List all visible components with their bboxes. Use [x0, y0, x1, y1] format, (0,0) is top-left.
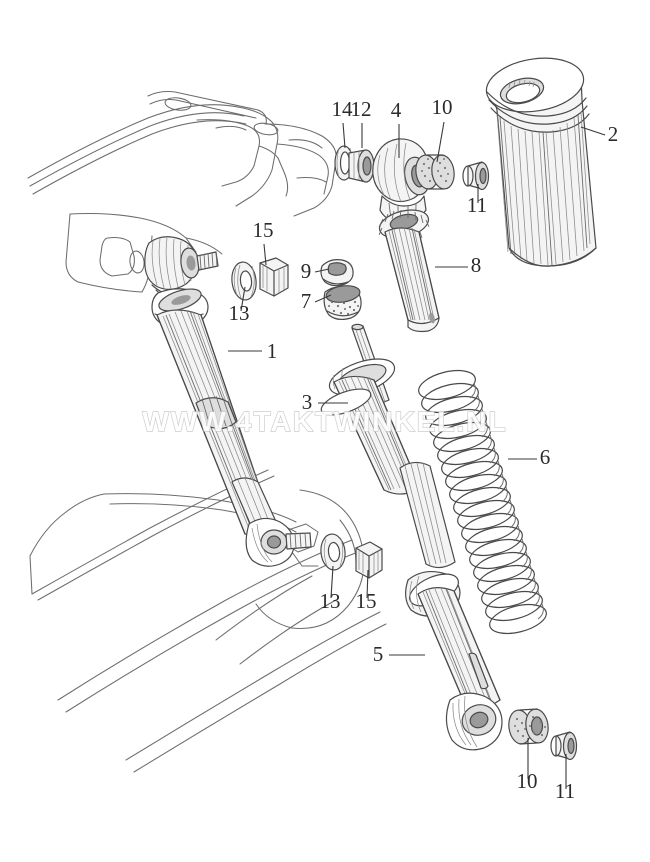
callout-11-spacer-sleeve-lower: 11 — [555, 754, 575, 803]
callout-7-damper-seal-bush: 7 — [301, 289, 332, 313]
leader-line-2 — [580, 126, 606, 136]
callout-number-5: 5 — [373, 642, 384, 666]
callout-4-upper-mount-eye: 4 — [391, 98, 402, 158]
callout-number-13: 13 — [229, 301, 250, 325]
leader-line-10 — [436, 121, 445, 163]
part-10-rubber-bush-lower — [508, 708, 549, 745]
callout-3-damper-rod-cylinder: 3 — [302, 390, 348, 414]
callout-8-upper-damper-tube: 8 — [435, 253, 481, 277]
callout-number-11: 11 — [555, 779, 575, 803]
callout-number-13: 13 — [320, 589, 341, 613]
callout-13-washer-upper-left: 13 — [229, 286, 250, 325]
part-13-washer-lower — [320, 533, 346, 571]
callout-9-damper-cap-collar: 9 — [301, 259, 330, 283]
part-7-damper-seal-bush — [323, 285, 362, 321]
callout-number-10: 10 — [517, 769, 538, 793]
callout-10-rubber-bush-lower: 10 — [517, 738, 538, 793]
callout-number-7: 7 — [301, 289, 312, 313]
callout-14-flange-collar: 14 — [332, 97, 354, 149]
callout-number-14: 14 — [332, 97, 354, 121]
part-11-spacer-sleeve-lower — [550, 731, 578, 761]
part-15-lock-nut-lower — [355, 541, 383, 579]
part-9-damper-cap-collar — [320, 259, 354, 287]
part-11-spacer-sleeve-upper — [462, 161, 490, 191]
callout-12-bush-inner-sleeve: 12 — [351, 97, 372, 148]
leader-line-15 — [263, 243, 267, 266]
callout-number-4: 4 — [391, 98, 402, 122]
watermark-label: WWW.4TAKTWINKEL.NL — [142, 406, 507, 437]
callout-number-12: 12 — [351, 97, 372, 121]
leader-line-9 — [314, 268, 330, 273]
callout-5-lower-damper-body: 5 — [373, 642, 425, 666]
callout-1-shock-absorber-assembly-left: 1 — [228, 339, 277, 363]
part-13-washer-upper — [231, 261, 257, 301]
callout-15-lock-nut-lower: 15 — [356, 569, 377, 613]
callout-number-2: 2 — [608, 122, 619, 146]
callout-11-spacer-sleeve-upper: 11 — [467, 184, 487, 217]
callout-number-1: 1 — [267, 339, 278, 363]
part-10-rubber-bush-upper — [415, 154, 455, 190]
callout-number-8: 8 — [471, 253, 482, 277]
callout-13-washer-lower: 13 — [320, 565, 341, 613]
callout-number-11: 11 — [467, 193, 487, 217]
callout-number-15: 15 — [253, 218, 274, 242]
callout-number-6: 6 — [540, 445, 551, 469]
callout-2-rubber-gaiter-cover: 2 — [580, 122, 619, 146]
callout-15-lock-nut-upper: 15 — [253, 218, 274, 266]
leader-line-13 — [330, 565, 334, 599]
leader-line-13 — [240, 286, 246, 312]
leader-line-15 — [366, 569, 369, 599]
leader-line-7 — [314, 294, 332, 303]
callout-10-rubber-bush-upper: 10 — [432, 95, 453, 163]
callout-number-9: 9 — [301, 259, 312, 283]
callout-number-3: 3 — [302, 390, 313, 414]
callout-number-10: 10 — [432, 95, 453, 119]
part-12-bush-inner-sleeve — [348, 149, 375, 183]
part-15-lock-nut-upper — [259, 257, 289, 297]
callout-6-coil-spring: 6 — [508, 445, 550, 469]
callout-number-15: 15 — [356, 589, 377, 613]
leader-line-14 — [342, 122, 346, 149]
